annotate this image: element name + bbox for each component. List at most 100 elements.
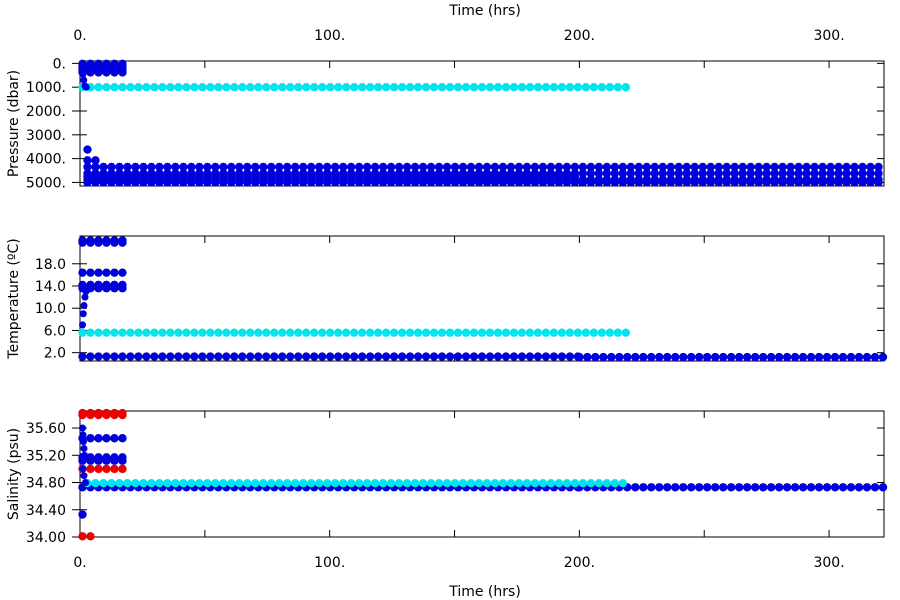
data-point (370, 178, 380, 187)
bottom-x-tick-label: 0. (73, 555, 86, 571)
data-point (642, 169, 651, 178)
data-point (79, 310, 87, 318)
data-point (469, 82, 479, 92)
data-point (262, 328, 271, 337)
data-point (429, 328, 439, 337)
data-point (634, 162, 644, 172)
data-point (434, 178, 444, 187)
data-point (530, 178, 540, 187)
data-point (658, 169, 667, 178)
data-band (83, 178, 883, 187)
data-point (174, 328, 183, 337)
data-point (586, 178, 596, 187)
data-point (734, 483, 744, 492)
data-point (790, 483, 800, 492)
data-point (838, 483, 848, 492)
data-point (541, 352, 551, 361)
data-point (150, 82, 159, 92)
data-point (533, 352, 543, 361)
data-point (695, 483, 704, 492)
data-point (91, 162, 100, 172)
data-point (554, 178, 564, 187)
data-point (147, 478, 156, 488)
data-point (621, 328, 631, 337)
data-point (818, 178, 827, 187)
data-point (714, 162, 723, 172)
data-point (262, 82, 271, 92)
data-point (714, 169, 723, 178)
data-point (94, 268, 103, 277)
data-point (211, 178, 220, 187)
data-point (490, 178, 500, 187)
data-profile (78, 288, 90, 329)
data-point (322, 478, 332, 488)
data-point (174, 82, 183, 92)
top-x-tick-label: 100. (314, 28, 345, 44)
data-point (549, 82, 559, 92)
data-point (862, 483, 872, 492)
data-point (426, 478, 436, 488)
data-point (254, 352, 263, 361)
data-point (79, 465, 87, 473)
data-point (251, 178, 260, 187)
data-band (83, 145, 92, 154)
data-point (267, 178, 276, 187)
data-point (647, 352, 656, 362)
data-point (482, 178, 492, 187)
data-point (591, 352, 600, 362)
data-point (86, 238, 95, 247)
data-point (283, 178, 292, 187)
data-point (139, 162, 148, 172)
data-point (674, 178, 683, 187)
data-point (690, 169, 699, 178)
data-point (838, 352, 848, 362)
top-x-tick-label: 200. (564, 28, 595, 44)
data-point (275, 162, 284, 172)
data-point (86, 268, 95, 277)
panels: 0.1000.2000.3000.4000.5000.Pressure (dba… (6, 28, 888, 571)
data-band (78, 82, 631, 92)
data-point (802, 178, 811, 187)
data-point (522, 478, 532, 488)
data-point (557, 352, 567, 361)
data-point (251, 162, 260, 172)
data-point (461, 352, 471, 361)
data-point (814, 352, 824, 362)
data-point (506, 178, 516, 187)
data-point (219, 162, 228, 172)
data-point (259, 162, 268, 172)
data-point (429, 82, 439, 92)
data-point (538, 178, 548, 187)
data-point (373, 352, 383, 361)
data-point (597, 328, 607, 337)
data-point (750, 352, 760, 362)
data-point (110, 464, 119, 474)
data-point (421, 352, 431, 361)
data-point (94, 284, 103, 293)
data-point (107, 478, 116, 488)
data-point (294, 82, 303, 92)
data-point (509, 352, 519, 361)
data-point (421, 328, 431, 337)
data-point (453, 352, 463, 361)
data-point (270, 82, 279, 92)
data-point (357, 328, 367, 337)
data-point (118, 284, 127, 293)
data-point (386, 178, 396, 187)
data-point (307, 178, 316, 187)
data-point (442, 178, 452, 187)
data-band (575, 352, 888, 362)
data-point (190, 82, 199, 92)
data-point (307, 478, 316, 488)
data-point (206, 82, 215, 92)
y-tick-label: 10.0 (35, 301, 66, 317)
data-point (78, 328, 87, 337)
data-point (80, 76, 88, 84)
data-point (546, 178, 556, 187)
data-point (94, 434, 103, 443)
data-point (325, 352, 335, 361)
data-point (474, 478, 484, 488)
data-point (822, 352, 832, 362)
data-point (746, 178, 755, 187)
data-point (610, 478, 620, 488)
